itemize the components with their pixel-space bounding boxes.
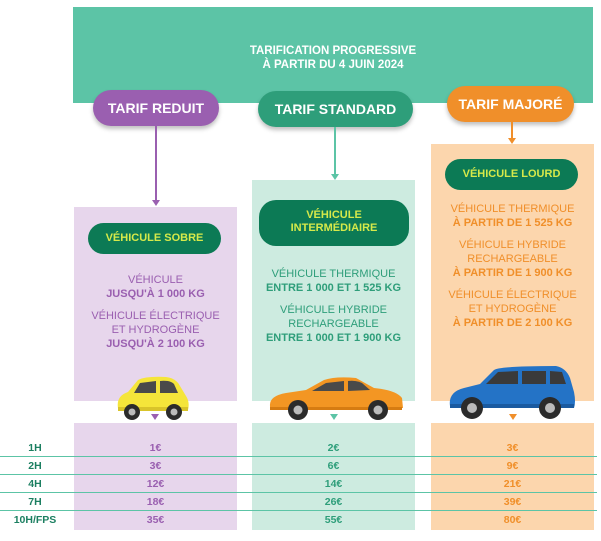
panel-text-reduit: VÉHICULE JUSQU'À 1 000 KG VÉHICULE ÉLECT… (74, 273, 237, 351)
tier-label-majore: TARIF MAJORÉ (447, 86, 574, 122)
price-cell: 6€ (327, 460, 340, 472)
arrow-down-icon (152, 200, 160, 206)
panel-text-standard: VÉHICULE THERMIQUE ENTRE 1 000 ET 1 525 … (252, 267, 415, 345)
description-line: ET HYDROGÈNE (111, 324, 200, 336)
price-cell: 3€ (149, 460, 162, 472)
prices-reduit: 1€ 3€ 12€ 18€ 35€ (74, 423, 237, 530)
price-cell: 55€ (324, 514, 343, 526)
price-cell: 18€ (146, 496, 165, 508)
price-cell: 12€ (146, 478, 165, 490)
price-cell: 9€ (506, 460, 519, 472)
row-divider (0, 492, 597, 493)
pricing-header: TARIFICATION PROGRESSIVE À PARTIR DU 4 J… (73, 7, 593, 103)
arrow-down-icon (509, 414, 517, 420)
description-line: VÉHICULE ÉLECTRIQUE (448, 289, 577, 301)
arrow-down-icon (151, 414, 159, 420)
row-divider (0, 456, 597, 457)
weight-line: JUSQU'À 1 000 KG (106, 288, 205, 300)
category-badge-intermediaire: VÉHICULE INTERMÉDIAIRE (259, 200, 409, 246)
description-line: ET HYDROGÈNE (468, 303, 557, 315)
price-cell: 21€ (503, 478, 522, 490)
category-line: VÉHICULE (306, 209, 362, 221)
weight-line: À PARTIR DE 1 525 KG (452, 217, 573, 229)
price-cell: 26€ (324, 496, 343, 508)
price-cell: 14€ (324, 478, 343, 490)
tier-label-standard: TARIF STANDARD (258, 91, 413, 127)
category-badge-lourd: VÉHICULE LOURD (445, 159, 578, 190)
description-line: VÉHICULE (127, 274, 184, 286)
description-line: VÉHICULE HYBRIDE (459, 239, 566, 251)
category-badge-sobre: VÉHICULE SOBRE (88, 223, 221, 254)
description-line: VÉHICULE ÉLECTRIQUE (91, 310, 220, 322)
weight-line: ENTRE 1 000 ET 1 900 KG (265, 332, 402, 344)
tier-label-reduit: TARIF REDUIT (93, 90, 219, 126)
row-divider (0, 474, 597, 475)
blue-suv-icon (449, 366, 575, 419)
arrow-down-icon (508, 138, 516, 144)
row-divider (0, 510, 597, 511)
description-line: RECHARGEABLE (467, 253, 558, 265)
header-title: TARIFICATION PROGRESSIVE (249, 45, 417, 57)
price-cell: 80€ (503, 514, 522, 526)
arrow-down-icon (331, 174, 339, 180)
duration-label: 10H/FPS (13, 514, 57, 526)
price-cell: 39€ (503, 496, 522, 508)
weight-line: À PARTIR DE 1 900 KG (452, 267, 573, 279)
weight-line: À PARTIR DE 2 100 KG (452, 317, 573, 329)
orange-sedan-icon (269, 377, 403, 420)
price-cell: 1€ (149, 442, 162, 454)
prices-majore: 3€ 9€ 21€ 39€ 80€ (431, 423, 594, 530)
duration-label: 1H (28, 442, 42, 454)
duration-label: 7H (28, 496, 42, 508)
description-line: VÉHICULE THERMIQUE (450, 203, 575, 215)
small-yellow-car-icon (117, 376, 189, 420)
description-line: VÉHICULE HYBRIDE (280, 304, 387, 316)
category-line: INTERMÉDIAIRE (290, 222, 378, 234)
price-cell: 35€ (146, 514, 165, 526)
description-line: RECHARGEABLE (288, 318, 379, 330)
duration-label: 2H (28, 460, 42, 472)
connector-standard (334, 127, 336, 176)
panel-text-majore: VÉHICULE THERMIQUE À PARTIR DE 1 525 KG … (431, 202, 594, 330)
prices-standard: 2€ 6€ 14€ 26€ 55€ (252, 423, 415, 530)
duration-label: 4H (28, 478, 42, 490)
connector-majore (511, 122, 513, 140)
connector-reduit (155, 126, 157, 202)
description-line: VÉHICULE THERMIQUE (271, 268, 396, 280)
price-cell: 2€ (327, 442, 340, 454)
weight-line: JUSQU'À 2 100 KG (106, 338, 205, 350)
header-subtitle: À PARTIR DU 4 JUIN 2024 (262, 59, 404, 71)
arrow-down-icon (330, 414, 338, 420)
weight-line: ENTRE 1 000 ET 1 525 KG (265, 282, 402, 294)
price-cell: 3€ (506, 442, 519, 454)
